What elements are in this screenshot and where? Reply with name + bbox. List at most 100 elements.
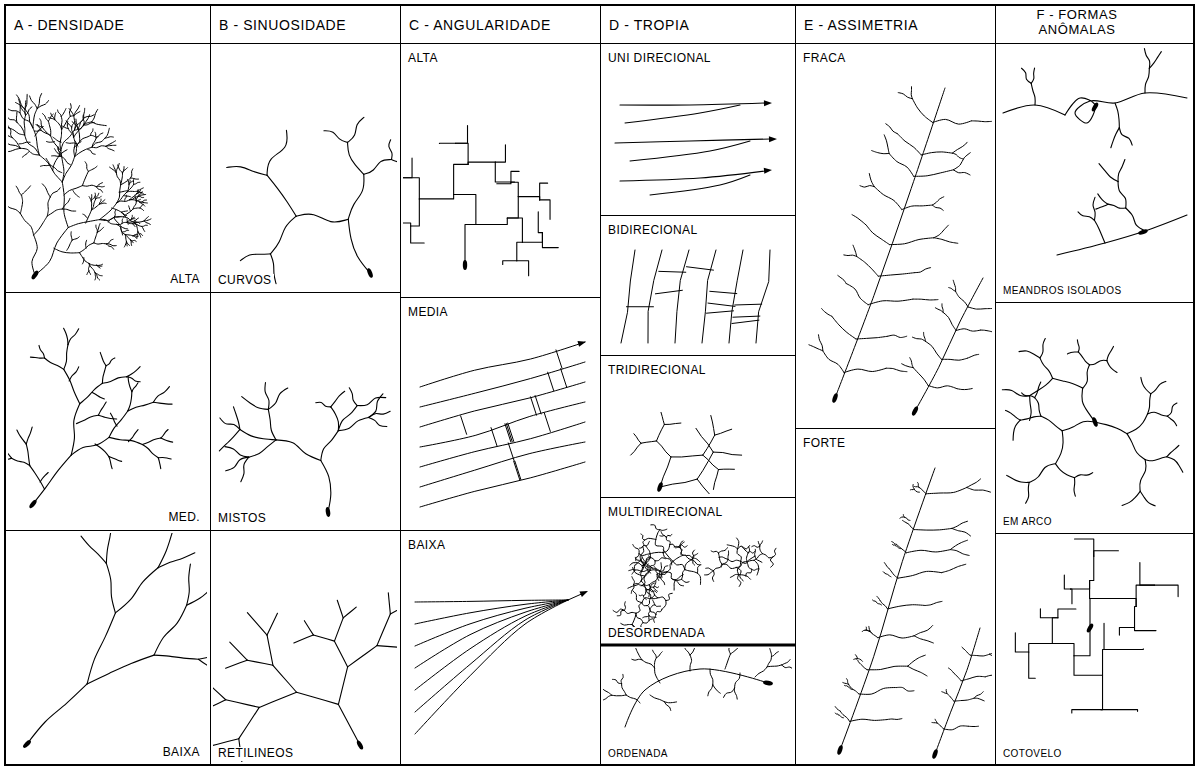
stream-line: [729, 250, 743, 343]
stream-line: [420, 342, 585, 387]
stream-line: [411, 199, 420, 226]
stream-line: [133, 179, 134, 184]
stream-line: [660, 479, 697, 487]
stream-line: [161, 438, 173, 442]
stream-line: [94, 243, 107, 244]
stream-line: [760, 541, 763, 546]
stream-line: [369, 411, 391, 417]
stream-line: [654, 658, 656, 668]
stream-line: [660, 566, 667, 572]
drainage-sketch: [613, 525, 776, 636]
stream-line: [1135, 627, 1156, 630]
stream-line: [1118, 182, 1126, 208]
stream-line: [946, 689, 948, 693]
column-title: E - ASSIMETRIA: [802, 17, 920, 33]
label-slot: A - DENSIDADE: [12, 16, 127, 34]
stream-line: [76, 119, 78, 129]
stream-line: [61, 109, 66, 117]
stream-line: [645, 554, 650, 564]
stream-line: [62, 157, 74, 182]
stream-line: [666, 537, 670, 544]
stream-line: [125, 195, 127, 201]
stream-line: [348, 142, 364, 174]
stream-line: [74, 118, 83, 130]
stream-line: [535, 396, 541, 414]
stream-line: [468, 162, 495, 164]
stream-line: [121, 219, 123, 223]
stream-line: [1029, 396, 1031, 421]
stream-line: [259, 692, 296, 707]
stream-line: [348, 646, 377, 667]
stream-line: [1055, 431, 1063, 464]
stream-line: [663, 553, 672, 565]
stream-line: [82, 258, 83, 264]
stream-line: [131, 178, 139, 179]
stream-line: [1090, 580, 1107, 598]
stream-line: [511, 171, 519, 182]
stream-line: [124, 242, 126, 247]
stream-line: [78, 129, 80, 142]
stream-line: [659, 571, 661, 577]
stream-line: [338, 418, 368, 431]
stream-line: [109, 457, 112, 469]
stream-line: [91, 196, 95, 201]
label-slot: B - SINUOSIDADE: [217, 16, 348, 34]
pattern-panel: EM ARCO: [995, 302, 1195, 534]
stream-line: [728, 559, 741, 561]
stream-line: [914, 636, 933, 643]
stream-line: [908, 666, 927, 676]
stream-line: [540, 183, 548, 200]
stream-line: [86, 210, 92, 223]
pattern-label: RETILINEOS: [216, 747, 295, 761]
stream-line: [137, 232, 138, 238]
stream-line: [294, 635, 313, 643]
stream-line: [926, 487, 966, 493]
stream-line: [415, 600, 568, 668]
stream-line: [81, 536, 106, 563]
stream-line: [92, 138, 105, 147]
stream-line: [24, 115, 25, 134]
stream-line: [249, 440, 276, 457]
stream-line: [735, 673, 740, 688]
stream-line: [770, 649, 772, 657]
stream-line: [835, 707, 840, 711]
stream-line: [1093, 197, 1095, 220]
stream-line: [850, 719, 887, 721]
stream-line: [658, 572, 667, 574]
stream-line: [1119, 128, 1132, 145]
stream-line: [708, 685, 713, 696]
stream-line: [415, 600, 568, 712]
stream-line: [34, 216, 48, 235]
stream-line: [1140, 491, 1155, 506]
stream-line: [649, 609, 651, 616]
label-slot: CURVOS: [216, 270, 274, 288]
outlet-mark: [366, 268, 374, 279]
stream-line: [950, 540, 967, 549]
outlet-mark: [1091, 417, 1099, 428]
stream-line: [1111, 128, 1119, 148]
stream-line: [1057, 215, 1187, 255]
drainage-sketch: [403, 126, 558, 276]
stream-line: [943, 312, 956, 330]
stream-line: [635, 570, 642, 572]
stream-line: [722, 564, 736, 568]
stream-line: [642, 562, 646, 566]
stream-line: [127, 222, 133, 223]
stream-line: [898, 571, 941, 578]
outlet-mark: [1091, 102, 1100, 113]
stream-line: [706, 568, 714, 571]
stream-line: [20, 195, 22, 213]
stream-line: [733, 316, 760, 317]
pattern-label: UNI DIRECIONAL: [606, 52, 713, 66]
stream-line: [718, 469, 734, 470]
stream-line: [1127, 434, 1145, 460]
stream-line: [420, 422, 585, 467]
stream-line: [106, 141, 116, 147]
flow-arrow: [764, 167, 773, 174]
stream-line: [656, 424, 664, 441]
stream-line: [727, 545, 737, 549]
stream-line: [45, 358, 64, 369]
outlet-mark: [836, 745, 843, 756]
stream-line: [324, 131, 348, 143]
stream-line: [878, 635, 914, 638]
